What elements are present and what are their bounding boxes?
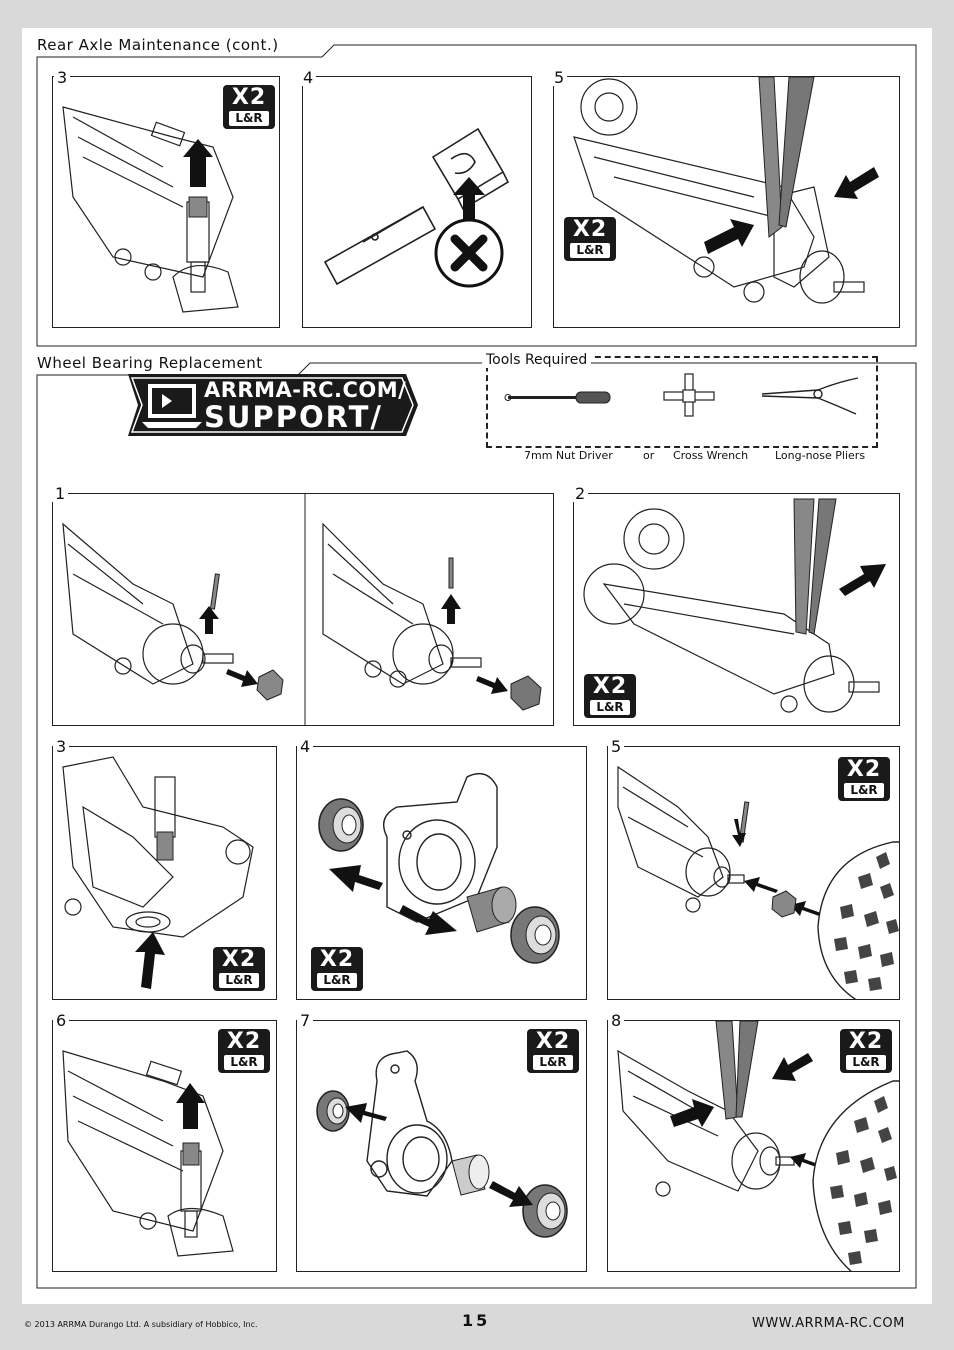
carrier-underside-illustration bbox=[62, 756, 254, 989]
install-axle-illustration bbox=[62, 1050, 234, 1257]
section-title-wheel-bearing: Wheel Bearing Replacement bbox=[37, 354, 263, 372]
section-title-rear-axle: Rear Axle Maintenance (cont.) bbox=[37, 36, 279, 54]
suspension-assembly-illustration bbox=[62, 106, 239, 313]
arrow-icon bbox=[399, 905, 457, 935]
arrow-icon bbox=[670, 1099, 714, 1127]
laptop-icon bbox=[142, 384, 202, 428]
arrow-icon bbox=[772, 1053, 813, 1081]
x2-lr-badge: X2 L&R bbox=[527, 1029, 579, 1073]
arrow-icon bbox=[704, 219, 754, 254]
tool-label-nut-driver: 7mm Nut Driver bbox=[524, 449, 613, 462]
wheel-step-5-panel: X2 L&R bbox=[607, 746, 900, 1000]
wheel-step-8-panel: X2 L&R bbox=[607, 1020, 900, 1272]
step-number: 2 bbox=[572, 486, 589, 502]
copyright-text: © 2013 ARRMA Durango Ltd. A subsidiary o… bbox=[24, 1320, 258, 1329]
arrow-icon bbox=[744, 877, 778, 893]
tire-icon bbox=[817, 841, 899, 999]
tools-required-box bbox=[486, 356, 878, 448]
step-number: 1 bbox=[52, 486, 69, 502]
reinstall-hub-illustration bbox=[617, 765, 899, 999]
x2-lr-badge: X2 L&R bbox=[311, 947, 363, 991]
step-number: 3 bbox=[53, 739, 70, 755]
tire-icon bbox=[812, 1080, 899, 1271]
rear-step-3-panel: X2 L&R bbox=[52, 76, 280, 328]
tool-label-or: or bbox=[643, 449, 655, 462]
hex-nut-icon bbox=[510, 675, 542, 711]
arrow-icon bbox=[183, 139, 213, 187]
arrow-icon bbox=[839, 564, 886, 596]
support-logo: ARRMA-RC.COM/ SUPPORT/ bbox=[108, 370, 418, 440]
remove-hex-nut-illustration bbox=[62, 494, 542, 725]
wheel-step-6-panel: X2 L&R bbox=[52, 1020, 277, 1272]
arrow-icon bbox=[135, 932, 165, 989]
page-number: 15 bbox=[462, 1311, 491, 1330]
bearing-icon bbox=[318, 798, 364, 852]
step-number: 4 bbox=[297, 739, 314, 755]
tool-label-pliers: Long-nose Pliers bbox=[775, 449, 866, 462]
rear-axle-frame bbox=[36, 44, 917, 347]
arrow-icon bbox=[489, 1181, 533, 1207]
bearing-icon bbox=[316, 1090, 350, 1132]
x2-lr-badge: X2 L&R bbox=[584, 674, 636, 718]
step-number: 3 bbox=[54, 70, 71, 86]
wheel-step-4-panel: X2 L&R bbox=[296, 746, 587, 1000]
reinstall-pin-pliers-illustration bbox=[617, 1021, 899, 1271]
remove-pin-pliers-illustration bbox=[583, 498, 886, 713]
arrow-icon bbox=[345, 1103, 387, 1123]
bearings-install-illustration bbox=[316, 1050, 568, 1238]
remove-x-icon bbox=[434, 218, 504, 288]
arrow-icon bbox=[441, 594, 461, 624]
wheel-step-1-panel bbox=[52, 493, 554, 726]
step-number: 8 bbox=[608, 1013, 625, 1029]
pliers-icon bbox=[761, 377, 859, 415]
cross-wrench-icon bbox=[663, 373, 715, 417]
bearing-icon bbox=[522, 1184, 568, 1238]
hex-nut-icon bbox=[771, 890, 797, 918]
arrow-icon bbox=[226, 669, 258, 687]
arrow-icon bbox=[732, 819, 746, 847]
website-link[interactable]: WWW.ARRMA-RC.COM bbox=[752, 1316, 905, 1331]
screwdriver-icon bbox=[504, 391, 611, 404]
arrow-icon bbox=[790, 901, 824, 917]
arrow-icon bbox=[476, 676, 508, 694]
axle-pin-illustration bbox=[323, 127, 510, 288]
step-number: 6 bbox=[53, 1013, 70, 1029]
arrow-icon bbox=[834, 167, 879, 199]
arrow-icon bbox=[453, 177, 485, 227]
wheel-bearing-frame bbox=[36, 362, 917, 1289]
step-number: 7 bbox=[297, 1013, 314, 1029]
bearing-carrier-pliers-illustration bbox=[573, 77, 879, 304]
step-number: 5 bbox=[551, 70, 568, 86]
x2-lr-badge: X2 L&R bbox=[213, 947, 265, 991]
bearing-icon bbox=[510, 906, 560, 964]
step-number: 5 bbox=[608, 739, 625, 755]
x2-lr-badge: X2 L&R bbox=[218, 1029, 270, 1073]
x2-lr-badge: X2 L&R bbox=[564, 217, 616, 261]
step-number: 4 bbox=[300, 70, 317, 86]
wheel-step-7-panel: X2 L&R bbox=[296, 1020, 587, 1272]
wheel-step-3-panel: X2 L&R bbox=[52, 746, 277, 1000]
x2-lr-badge: X2 L&R bbox=[223, 85, 275, 129]
rear-step-5-panel: X2 L&R bbox=[553, 76, 900, 328]
bearings-removal-illustration bbox=[318, 773, 560, 964]
rear-step-4-panel bbox=[302, 76, 532, 328]
arrow-icon bbox=[199, 606, 219, 634]
hex-nut-icon bbox=[256, 669, 284, 701]
support-url-line2: SUPPORT/ bbox=[204, 400, 383, 434]
x2-lr-badge: X2 L&R bbox=[840, 1029, 892, 1073]
support-url-line1: ARRMA-RC.COM/ bbox=[204, 378, 407, 402]
tool-label-cross-wrench: Cross Wrench bbox=[673, 449, 749, 462]
wheel-step-2-panel: X2 L&R bbox=[573, 493, 900, 726]
arrow-icon bbox=[329, 865, 383, 892]
x2-lr-badge: X2 L&R bbox=[838, 757, 890, 801]
arrow-icon bbox=[176, 1083, 205, 1129]
tools-required-title: Tools Required bbox=[482, 352, 592, 368]
